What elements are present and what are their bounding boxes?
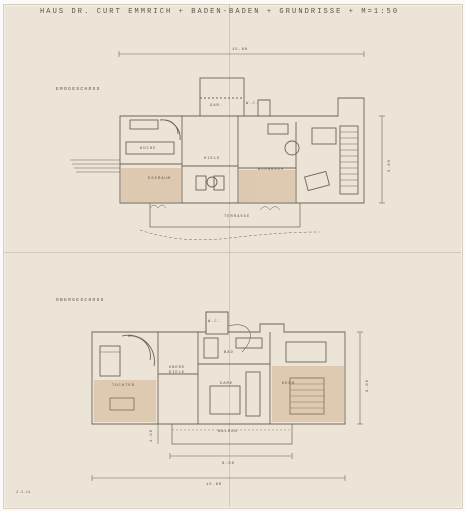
sheet-title: HAUS DR. CURT EMMRICH + BADEN-BADEN + GR… bbox=[40, 8, 400, 16]
room-balkon: BALKON bbox=[218, 430, 238, 434]
inventory-number: 2.3.14 bbox=[16, 491, 31, 495]
fold-line-vertical bbox=[229, 4, 230, 507]
room-obere-diele: OBERE DIELE bbox=[168, 366, 186, 375]
room-wc-ground: W.C. bbox=[246, 102, 260, 106]
upper-total-width-dimension: 15.60 bbox=[206, 483, 223, 487]
paper bbox=[3, 4, 463, 509]
room-dame: DAME bbox=[220, 382, 234, 386]
ground-height-dimension: 9.60 bbox=[388, 159, 392, 172]
room-tochter: TOCHTER bbox=[112, 384, 135, 388]
room-garage: GAR. bbox=[210, 104, 224, 108]
ground-width-dimension: 15.60 bbox=[232, 48, 249, 52]
upper-depth-dimension: 9.60 bbox=[366, 379, 370, 392]
room-essraum: ESSRAUM bbox=[148, 177, 171, 181]
fold-line-horizontal bbox=[3, 252, 461, 253]
ground-floor-label: ERDGESCHOSS bbox=[56, 87, 101, 92]
room-herr: HERR bbox=[282, 382, 296, 386]
room-diele: DIELE bbox=[204, 157, 221, 161]
balcony-depth-dimension: 1.50 bbox=[150, 429, 154, 442]
room-kitchen: KÜCHE bbox=[140, 147, 157, 151]
upper-inner-width-dimension: 8.50 bbox=[222, 462, 235, 466]
room-terrasse: TERRASSE bbox=[224, 215, 251, 219]
room-bad: BAD bbox=[224, 351, 234, 355]
room-wohnraum: WOHNRAUM bbox=[258, 168, 285, 172]
room-wc-upper: W.C. bbox=[208, 320, 222, 324]
upper-floor-label: OBERGESCHOSS bbox=[56, 298, 105, 303]
